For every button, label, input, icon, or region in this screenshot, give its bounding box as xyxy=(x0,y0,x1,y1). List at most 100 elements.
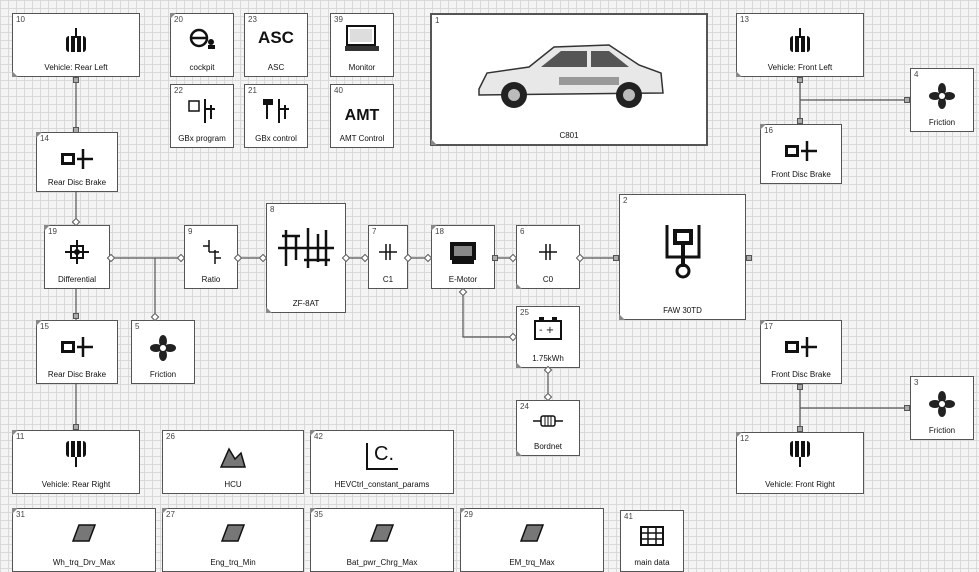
block-clutch-c1[interactable]: 7 C1 xyxy=(368,225,408,289)
block-label: 1.75kWh xyxy=(532,354,564,363)
connection-port[interactable] xyxy=(73,313,79,319)
block-number: 42 xyxy=(314,432,323,441)
block-front-disc-brake-top[interactable]: 16 Front Disc Brake xyxy=(760,124,842,184)
block-label: Friction xyxy=(928,118,956,127)
block-number: 14 xyxy=(40,134,49,143)
transmission-icon xyxy=(278,228,334,268)
block-number: 18 xyxy=(435,227,444,236)
block-asc[interactable]: 23 ASC ASC xyxy=(244,13,308,77)
connection-port[interactable] xyxy=(73,77,79,83)
block-number: 1 xyxy=(435,16,440,25)
block-vehicle-front-left[interactable]: 13 Vehicle: Front Left xyxy=(736,13,864,77)
block-label: C0 xyxy=(542,275,554,284)
brake-icon xyxy=(61,337,93,357)
block-hevctrl-constant-params[interactable]: 42 C. HEVCtrl_constant_params xyxy=(310,430,454,494)
differential-icon xyxy=(65,240,89,264)
brake-icon xyxy=(61,149,93,169)
block-number: 25 xyxy=(520,308,529,317)
connection-port[interactable] xyxy=(904,405,910,411)
block-hcu[interactable]: 26 HCU xyxy=(162,430,304,494)
block-number: 24 xyxy=(520,402,529,411)
block-vehicle-rear-right[interactable]: 11 Vehicle: Rear Right xyxy=(12,430,140,494)
block-label: C801 xyxy=(559,131,579,140)
block-label: FAW 30TD xyxy=(663,306,702,315)
block-transmission-zf8at[interactable]: 8 ZF-8AT xyxy=(266,203,346,313)
block-em-trq-max[interactable]: 29 EM_trq_Max xyxy=(460,508,604,572)
block-number: 3 xyxy=(914,378,919,387)
block-number: 8 xyxy=(270,205,275,214)
block-amt-control[interactable]: 40 AMT AMT Control xyxy=(330,84,394,148)
block-label: Rear Disc Brake xyxy=(47,178,107,187)
block-number: 12 xyxy=(740,434,749,443)
block-rear-disc-brake-left[interactable]: 14 Rear Disc Brake xyxy=(36,132,118,192)
block-label: Vehicle: Front Left xyxy=(767,63,833,72)
block-eng-trq-min[interactable]: 27 Eng_trq_Min xyxy=(162,508,304,572)
block-number: 9 xyxy=(188,227,193,236)
block-number: 26 xyxy=(166,432,175,441)
block-wh-trq-drv-max[interactable]: 31 Wh_trq_Drv_Max xyxy=(12,508,156,572)
block-vehicle-c801[interactable]: 1 C801 xyxy=(430,13,708,146)
block-number: 2 xyxy=(623,196,628,205)
block-label: Bat_pwr_Chrg_Max xyxy=(346,558,418,567)
connection-port[interactable] xyxy=(904,97,910,103)
connection-port[interactable] xyxy=(746,255,752,261)
connection-port[interactable] xyxy=(613,255,619,261)
block-label: Ratio xyxy=(201,275,221,284)
block-number: 10 xyxy=(16,15,25,24)
table-map-icon xyxy=(369,524,395,542)
block-clutch-c0[interactable]: 6 C0 xyxy=(516,225,580,289)
block-number: 41 xyxy=(624,512,633,521)
block-front-disc-brake-bottom[interactable]: 17 Front Disc Brake xyxy=(760,320,842,384)
fan-icon xyxy=(150,335,176,361)
block-ratio[interactable]: 9 Ratio xyxy=(184,225,238,289)
block-main-data[interactable]: 41 main data xyxy=(620,510,684,572)
block-number: 17 xyxy=(764,322,773,331)
gearbox-control-icon xyxy=(263,99,289,123)
block-number: 40 xyxy=(334,86,343,95)
block-battery[interactable]: 25 - + 1.75kWh xyxy=(516,306,580,368)
block-label: Monitor xyxy=(348,63,376,72)
block-differential[interactable]: 19 Differential xyxy=(44,225,110,289)
block-label: Friction xyxy=(928,426,956,435)
block-number: 20 xyxy=(174,15,183,24)
fan-icon xyxy=(929,391,955,417)
block-friction-rear[interactable]: 5 Friction xyxy=(131,320,195,384)
block-engine-faw30td[interactable]: 2 FAW 30TD xyxy=(619,194,746,320)
block-number: 16 xyxy=(764,126,773,135)
fan-icon xyxy=(929,83,955,109)
block-rear-disc-brake-right[interactable]: 15 Rear Disc Brake xyxy=(36,320,118,384)
block-bat-pwr-chrg-max[interactable]: 35 Bat_pwr_Chrg_Max xyxy=(310,508,454,572)
block-friction-front-top[interactable]: 4 Friction xyxy=(910,68,974,132)
connection-port[interactable] xyxy=(492,255,498,261)
block-vehicle-rear-left[interactable]: 10 Vehicle: Rear Left xyxy=(12,13,140,77)
clutch-icon xyxy=(379,244,397,260)
block-number: 19 xyxy=(48,227,57,236)
block-gbx-control[interactable]: 21 GBx control xyxy=(244,84,308,148)
data-icon xyxy=(640,526,664,546)
block-e-motor[interactable]: 18 E-Motor xyxy=(431,225,495,289)
block-label: Vehicle: Rear Right xyxy=(41,480,111,489)
block-friction-front-bottom[interactable]: 3 Friction xyxy=(910,376,974,440)
block-number: 27 xyxy=(166,510,175,519)
block-label: Friction xyxy=(149,370,177,379)
connection-port[interactable] xyxy=(797,77,803,83)
block-cockpit[interactable]: 20 cockpit xyxy=(170,13,234,77)
connection-port[interactable] xyxy=(73,127,79,133)
table-map-icon xyxy=(519,524,545,542)
connection-port[interactable] xyxy=(797,384,803,390)
constant-icon: C. xyxy=(366,443,398,470)
block-gbx-program[interactable]: 22 GBx program xyxy=(170,84,234,148)
block-number: 6 xyxy=(520,227,525,236)
block-label: EM_trq_Max xyxy=(509,558,555,567)
block-label: main data xyxy=(634,558,670,567)
block-monitor[interactable]: 39 Monitor xyxy=(330,13,394,77)
connection-port[interactable] xyxy=(797,426,803,432)
connection-port[interactable] xyxy=(797,118,803,124)
block-label: Wh_trq_Drv_Max xyxy=(52,558,116,567)
block-number: 21 xyxy=(248,86,257,95)
block-vehicle-front-right[interactable]: 12 Vehicle: Front Right xyxy=(736,432,864,494)
connection-port[interactable] xyxy=(73,424,79,430)
block-label: Eng_trq_Min xyxy=(210,558,256,567)
block-bordnet[interactable]: 24 Bordnet xyxy=(516,400,580,456)
